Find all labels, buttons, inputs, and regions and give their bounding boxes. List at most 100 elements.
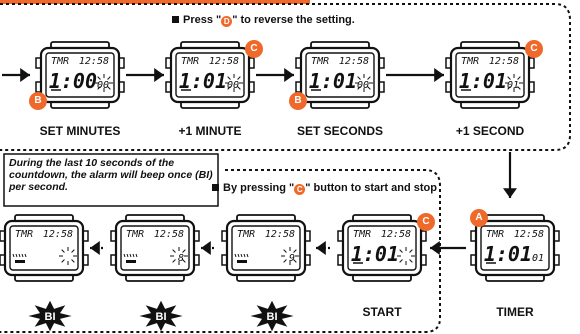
alarm-indicator-icon (123, 253, 138, 263)
watch-mode-label: TMR (237, 229, 255, 240)
watch-clock-label: 12:58 (79, 56, 109, 67)
arrow-top-1 (126, 68, 164, 82)
caption-top-2: SET SECONDS (296, 124, 383, 138)
caption-top-1: +1 MINUTE (178, 124, 242, 138)
watch-screen (9, 225, 79, 271)
button-b-icon: B (29, 92, 47, 110)
flash-icon (59, 247, 77, 265)
burst-shape (28, 300, 72, 332)
watch-main-time: 1:01 (179, 69, 227, 93)
flash-icon (170, 247, 188, 265)
bullet-square-icon (172, 16, 179, 23)
button-c-icon: C (417, 213, 435, 231)
watch-main-time: 1:00 (49, 69, 97, 93)
watch-main-time: 1:01 (309, 69, 357, 93)
arrow-top-3 (386, 68, 444, 82)
watch-seconds: 01 (532, 253, 544, 264)
watch-clock-label: 12:58 (489, 56, 519, 67)
burst-shape (139, 300, 183, 332)
bottom-instruction: By pressing "C" button to start and stop (212, 182, 437, 195)
arrow-bottom-3 (316, 241, 330, 255)
note-box (3, 153, 219, 207)
arrow-bottom-start (430, 241, 466, 255)
watch-clock-label: 12:58 (514, 229, 544, 240)
arrow-top-2 (256, 68, 294, 82)
beep-burst-icon: BI (250, 300, 294, 332)
caption-bottom-3: START (362, 305, 402, 319)
watch-clock-label: 12:58 (209, 56, 239, 67)
bottom-panel-border (0, 169, 441, 333)
watch-main-time: 1:01 (484, 242, 532, 266)
watch-screen (455, 52, 525, 98)
top-instruction-post: " to reverse the setting. (232, 14, 355, 26)
caption-bottom-4: TIMER (496, 305, 534, 319)
bottom-instruction-pre: By pressing " (223, 182, 295, 194)
flash-icon (505, 74, 523, 92)
beep-label: BI (156, 311, 167, 323)
watch-seconds: 00 (227, 80, 239, 91)
watch-clock-label: 12:58 (154, 229, 184, 240)
watch-screen (45, 52, 115, 98)
watch-main-time: 1:01 (459, 69, 507, 93)
watch-main-time: 1:01 (351, 242, 399, 266)
watch-screen (347, 225, 417, 271)
button-d-icon: D (221, 16, 233, 27)
watch-clock-label: 12:58 (339, 56, 369, 67)
top-instruction: Press "D" to reverse the setting. (172, 14, 355, 27)
flow-arrows (2, 68, 517, 255)
watch-seconds: 00 (357, 80, 369, 91)
alarm-indicator-icon (234, 253, 249, 263)
flash-icon (95, 74, 113, 92)
watch-mode-label: TMR (486, 229, 504, 240)
button-c-icon: C (525, 40, 543, 58)
watch-screen (480, 225, 550, 271)
header-band (0, 0, 310, 4)
flash-icon (225, 74, 243, 92)
bullet-square-icon (212, 184, 219, 191)
beep-label: BI (45, 311, 56, 323)
watch-seconds: 00 (97, 80, 109, 91)
watch-mode-label: TMR (181, 56, 199, 67)
top-instruction-pre: Press " (183, 14, 222, 26)
beep-label: BI (267, 311, 278, 323)
arrow-down (503, 152, 517, 198)
button-a-icon: A (470, 209, 488, 227)
watch-screen (231, 225, 301, 271)
watch-seconds: 01 (507, 80, 519, 91)
burst-shape (250, 300, 294, 332)
arrow-bottom-1 (90, 241, 103, 255)
watch-clock-label: 12:58 (265, 229, 295, 240)
alarm-indicator-icon (12, 253, 27, 263)
bottom-instruction-post: " button to start and stop (305, 182, 437, 194)
watch-screen (305, 52, 375, 98)
watch-screen (120, 225, 190, 271)
bottom-watch-2: TMR 12:58 9 (221, 214, 311, 282)
watch-mode-label: TMR (311, 56, 329, 67)
beep-burst-icon: BI (28, 300, 72, 332)
caption-top-3: +1 SECOND (455, 124, 525, 138)
arrow-entry (2, 68, 30, 82)
beep-burst-icon: BI (139, 300, 183, 332)
watch-seconds: 8 (178, 253, 184, 264)
watch-mode-label: TMR (51, 56, 69, 67)
watch-clock-label: 12:58 (381, 229, 411, 240)
arrow-bottom-2 (201, 241, 214, 255)
flash-icon (397, 247, 415, 265)
caption-top-0: SET MINUTES (39, 124, 121, 138)
button-b-icon: B (289, 92, 307, 110)
button-c-icon: C (245, 40, 263, 58)
top-panel-border (0, 3, 571, 151)
button-c-icon: C (294, 184, 306, 195)
watch-clock-label: 12:58 (43, 229, 73, 240)
watch-seconds: 9 (289, 253, 295, 264)
flash-icon (355, 74, 373, 92)
